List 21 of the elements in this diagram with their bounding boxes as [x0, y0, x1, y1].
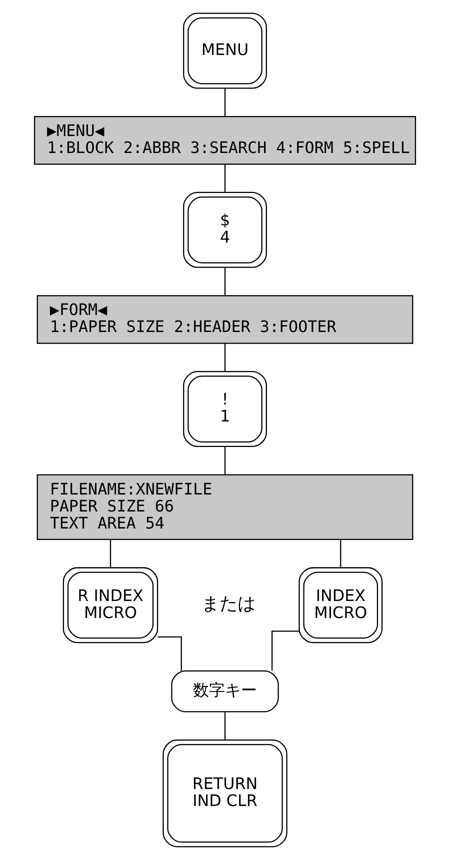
- node-box: RETURN IND CLR: [162, 740, 288, 848]
- connector: [224, 712, 226, 740]
- connector: [224, 267, 226, 296]
- connector: [224, 164, 226, 192]
- node-box: INDEX MICRO: [298, 567, 383, 644]
- label: または: [201, 593, 256, 614]
- node-box: $ 4: [183, 192, 267, 268]
- connector: [271, 630, 300, 671]
- connector: [224, 446, 226, 474]
- node-box: ▶MENU◀ 1:BLOCK 2:ABBR 3:SEARCH 4:FORM 5:SPELL: [34, 116, 416, 165]
- connector: [110, 540, 112, 568]
- node-box: ▶FORM◀ 1:PAPER SIZE 2:HEADER 3:FOOTER: [36, 295, 414, 344]
- node-box: FILENAME:XNEWFILE PAPER SIZE 66 TEXT AREA 54: [36, 474, 414, 540]
- node-box: MENU: [183, 12, 267, 89]
- connector: [224, 88, 226, 116]
- connector: [158, 636, 182, 671]
- connector: [224, 343, 226, 372]
- node-box: R INDEX MICRO: [62, 567, 158, 644]
- node-box: 数字キー: [171, 670, 279, 712]
- connector: [340, 540, 342, 568]
- node-box: ! 1: [183, 371, 267, 447]
